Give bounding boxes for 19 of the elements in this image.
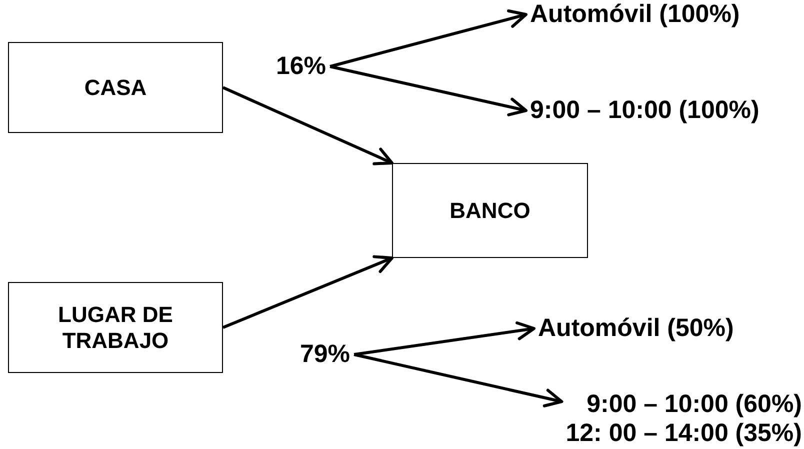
arrow	[222, 86, 394, 166]
process-box	[8, 42, 223, 133]
outcome-text: 9:00 – 10:00 (100%)	[530, 96, 760, 125]
box-label: BANCO	[450, 198, 530, 224]
process-box	[392, 163, 588, 258]
outcome-text-line: 12: 00 – 14:00 (35%)	[566, 419, 802, 448]
box-label: CASA	[84, 74, 147, 100]
arrow	[330, 65, 528, 116]
arrow	[222, 255, 394, 329]
outcome-text: 16%	[276, 52, 326, 81]
arrow	[354, 353, 564, 408]
outcome-text: Automóvil (50%)	[538, 314, 734, 343]
process-box	[8, 282, 223, 373]
outcome-text-line: 9:00 – 10:00 (60%)	[586, 390, 802, 419]
arrow	[354, 321, 536, 356]
box-label: LUGAR DE TRABAJO	[57, 302, 174, 354]
outcome-text: Automóvil (100%)	[530, 0, 740, 29]
outcome-text: 79%	[300, 340, 350, 369]
arrow	[330, 9, 528, 68]
